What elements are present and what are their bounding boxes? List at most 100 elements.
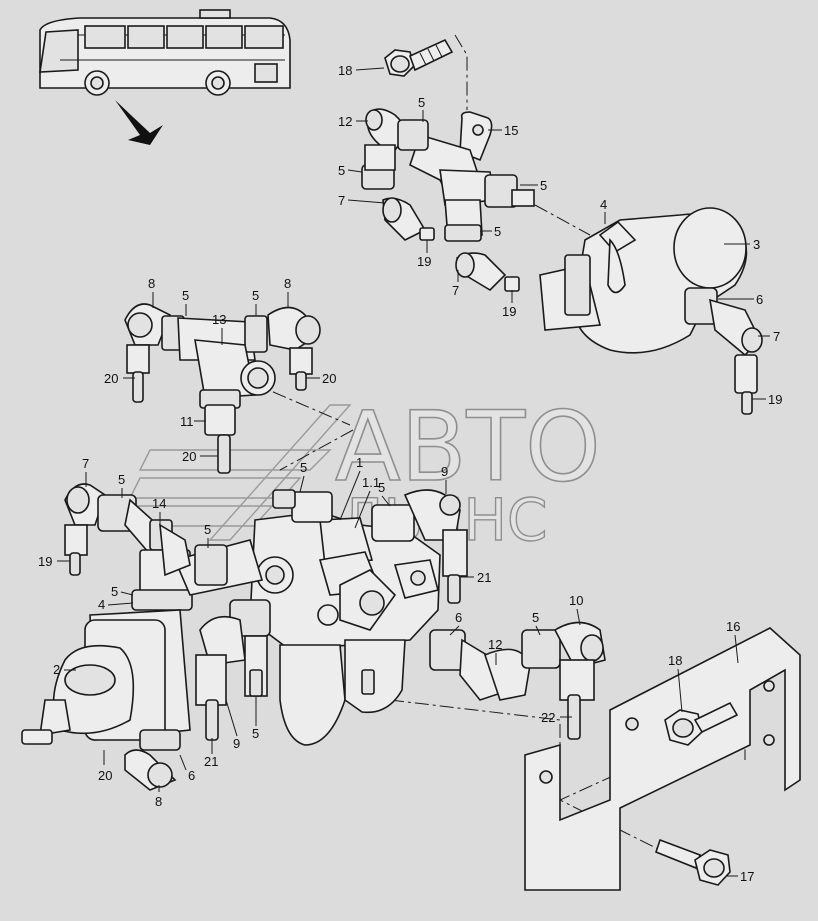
callout-5: 5 xyxy=(252,288,259,303)
callout: 19 xyxy=(38,554,70,569)
callout: 5 xyxy=(520,178,547,193)
callout: 6 xyxy=(718,292,763,307)
callout-6: 6 xyxy=(756,292,763,307)
callout-8: 8 xyxy=(155,794,162,809)
callout-9: 9 xyxy=(441,464,448,479)
bolt-18-icon xyxy=(384,38,454,77)
callout-13: 13 xyxy=(212,312,226,327)
callout: 6 xyxy=(179,754,195,783)
callout-8: 8 xyxy=(148,276,155,291)
callout-17: 17 xyxy=(740,869,754,884)
bolt-18b-icon xyxy=(664,701,739,746)
callout-2: 2 xyxy=(53,662,60,677)
callout: 19 xyxy=(417,240,431,269)
tee-assembly-13 xyxy=(124,303,321,474)
callout: 5 xyxy=(299,460,307,493)
callout: 5 xyxy=(338,163,363,178)
watermark-line1: АВТО xyxy=(335,391,601,503)
callout-11: 11 xyxy=(180,414,194,429)
callout: 5 xyxy=(182,288,189,316)
callout-6: 6 xyxy=(188,768,195,783)
callout: 20 xyxy=(182,449,218,464)
callout-22: 22 xyxy=(541,710,555,725)
callout: 11 xyxy=(180,414,206,429)
callout-18: 18 xyxy=(668,653,682,668)
callout: 1.1 xyxy=(354,475,380,529)
callout: 5 xyxy=(118,472,125,498)
callout: 4 xyxy=(600,197,607,224)
callout-20: 20 xyxy=(98,768,112,783)
lower-fittings xyxy=(195,599,271,741)
callout-20: 20 xyxy=(104,371,118,386)
main-valve-block xyxy=(249,489,468,746)
callout-5: 5 xyxy=(252,726,259,741)
callout: 21 xyxy=(460,570,491,585)
callout: 20 xyxy=(98,750,112,783)
callout: 16 xyxy=(726,619,740,664)
elbow-assembly-12 xyxy=(429,621,606,740)
callout: 8 xyxy=(155,785,162,809)
top-fitting-assembly xyxy=(361,38,535,292)
callout-5: 5 xyxy=(494,224,501,239)
callout-5: 5 xyxy=(418,95,425,110)
callout: 5 xyxy=(378,480,391,507)
callout-10: 10 xyxy=(569,593,583,608)
callout: 7 xyxy=(452,270,459,298)
callout: 18 xyxy=(338,63,385,78)
callout-20: 20 xyxy=(182,449,196,464)
callout-16: 16 xyxy=(726,619,740,634)
callout: 5 xyxy=(252,696,259,741)
callout: 19 xyxy=(752,392,782,407)
callout-1: 1 xyxy=(356,455,363,470)
callout: 2 xyxy=(53,662,76,677)
callout: 20 xyxy=(306,371,336,386)
callout: 15 xyxy=(488,123,518,138)
bus-illustration xyxy=(39,9,291,145)
callout-7: 7 xyxy=(338,193,345,208)
callout: 9 xyxy=(225,699,240,751)
callout-8: 8 xyxy=(284,276,291,291)
callout-12: 12 xyxy=(338,114,352,129)
callout: 5 xyxy=(252,288,259,316)
callout: 7 xyxy=(338,193,386,208)
callout-5: 5 xyxy=(204,522,211,537)
pointer-arrow-icon xyxy=(115,100,163,145)
callout-5: 5 xyxy=(378,480,385,495)
callout-5: 5 xyxy=(532,610,539,625)
callout-21: 21 xyxy=(204,754,218,769)
callout: 8 xyxy=(148,276,155,308)
callout: 6 xyxy=(449,610,462,636)
callout: 13 xyxy=(212,312,226,345)
brake-chamber-2 xyxy=(21,483,264,791)
callout-3: 3 xyxy=(753,237,760,252)
callout: 7 xyxy=(758,329,780,344)
callout: 5 xyxy=(480,224,501,239)
callout-19: 19 xyxy=(768,392,782,407)
callout-21: 21 xyxy=(477,570,491,585)
callout: 5 xyxy=(111,584,134,599)
callout: 8 xyxy=(284,276,291,308)
callout: 1 xyxy=(339,455,363,521)
callout: 7 xyxy=(82,456,89,487)
callout-7: 7 xyxy=(452,283,459,298)
callout-5: 5 xyxy=(540,178,547,193)
callout-5: 5 xyxy=(118,472,125,487)
callout-1-1: 1.1 xyxy=(362,475,380,490)
valve-assembly-3 xyxy=(539,207,763,415)
callout: 9 xyxy=(441,464,448,494)
callout: 3 xyxy=(724,237,760,252)
callout: 18 xyxy=(668,653,683,713)
bracket-16 xyxy=(524,627,801,891)
callout: 17 xyxy=(726,869,754,884)
callout: 19 xyxy=(502,290,516,319)
callout: 5 xyxy=(204,522,211,548)
callout-5: 5 xyxy=(338,163,345,178)
callout-19: 19 xyxy=(502,304,516,319)
callout-5: 5 xyxy=(111,584,118,599)
callout-18: 18 xyxy=(338,63,352,78)
callout-19: 19 xyxy=(38,554,52,569)
callout-19: 19 xyxy=(417,254,431,269)
callout: 5 xyxy=(532,610,541,636)
callout-15: 15 xyxy=(504,123,518,138)
